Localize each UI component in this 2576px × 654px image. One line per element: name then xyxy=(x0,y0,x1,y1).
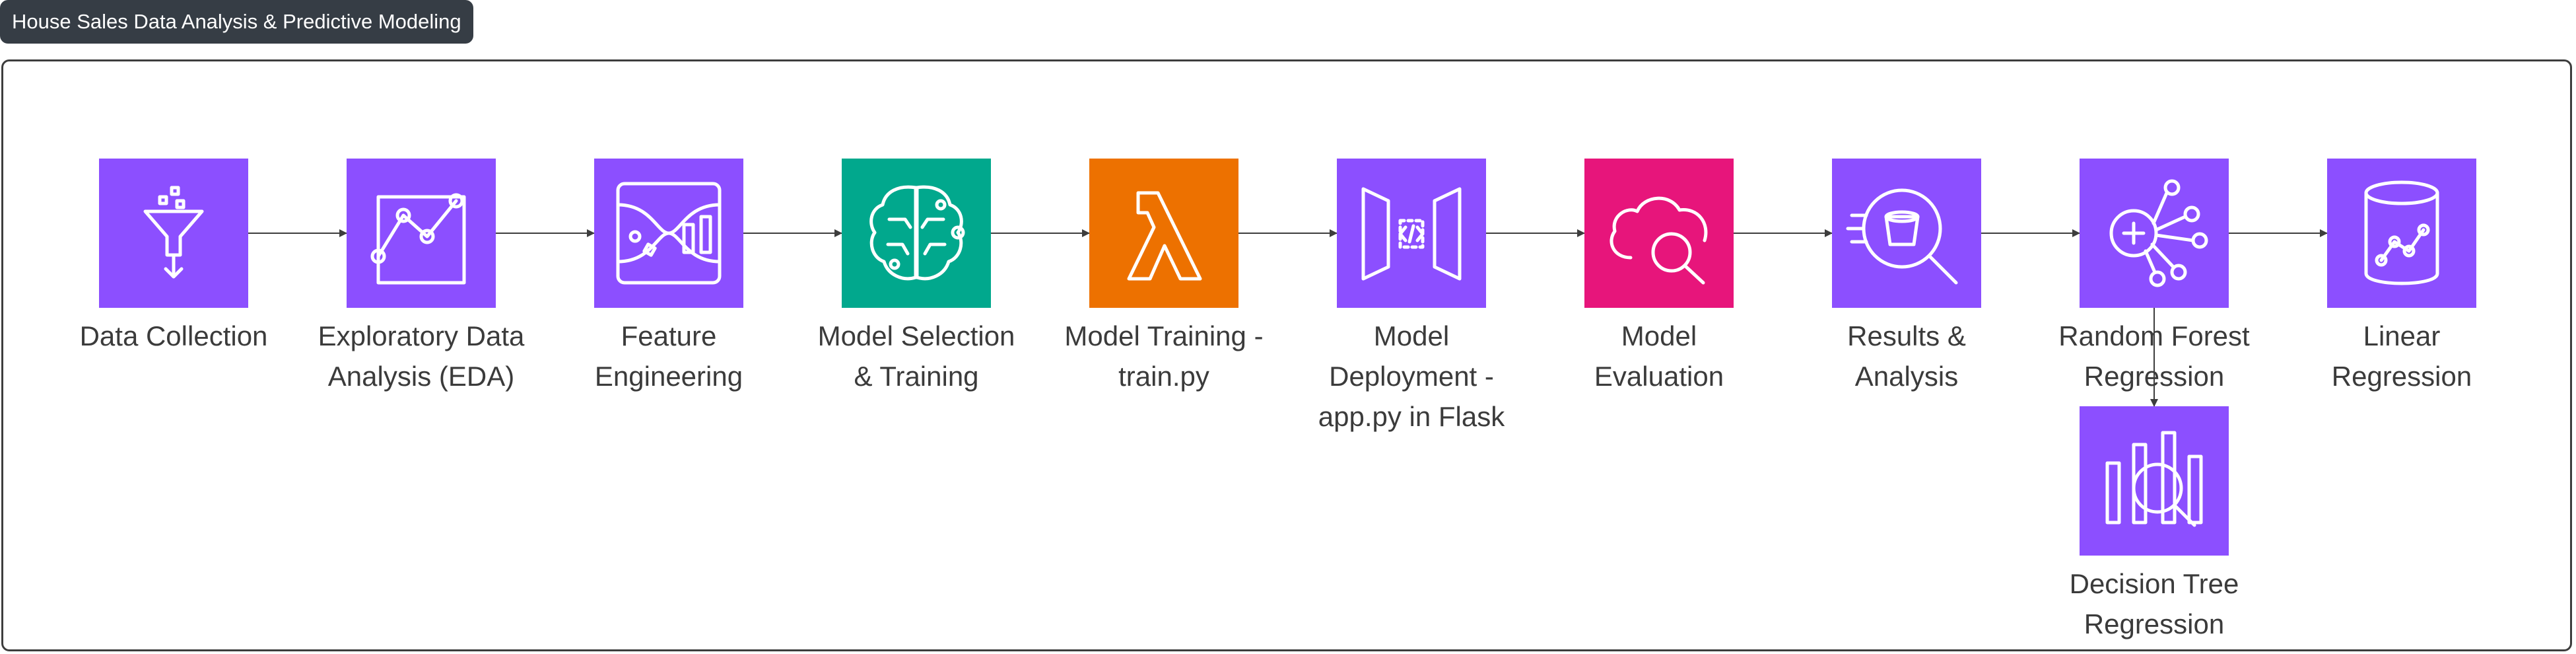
node-label-model-evaluation: Model Evaluation xyxy=(1594,320,1724,392)
cloud-search-icon xyxy=(1584,159,1734,308)
node-label-model-deployment: Model Deployment - app.py in Flask xyxy=(1318,320,1505,432)
diagram-group-boundary xyxy=(1,59,2572,651)
code-gateway-icon xyxy=(1337,159,1486,308)
node-label-eda: Exploratory Data Analysis (EDA) xyxy=(318,320,525,392)
neural-brain-icon xyxy=(842,159,991,308)
node-label-feature-engineering: Feature Engineering xyxy=(594,320,743,392)
node-label-model-selection: Model Selection & Training xyxy=(817,320,1015,392)
node-label-data-collection: Data Collection xyxy=(79,320,268,351)
funnel-filter-icon xyxy=(99,159,248,308)
bar-search-icon xyxy=(2080,406,2229,556)
bucket-search-icon xyxy=(1832,159,1981,308)
network-graph-icon xyxy=(2080,159,2229,308)
diagram-title: House Sales Data Analysis & Predictive M… xyxy=(0,0,473,44)
node-label-results-analysis: Results & Analysis xyxy=(1847,320,1966,392)
node-label-decision-tree: Decision Tree Regression xyxy=(2069,568,2239,639)
node-label-linear-regression: Linear Regression xyxy=(2331,320,2472,392)
database-chart-icon xyxy=(2327,159,2476,308)
lambda-icon xyxy=(1089,159,1238,308)
line-chart-icon xyxy=(347,159,496,308)
node-label-random-forest: Random Forest Regression xyxy=(2058,320,2250,392)
node-label-model-training: Model Training - train.py xyxy=(1064,320,1264,392)
data-wrangler-icon xyxy=(594,159,743,308)
